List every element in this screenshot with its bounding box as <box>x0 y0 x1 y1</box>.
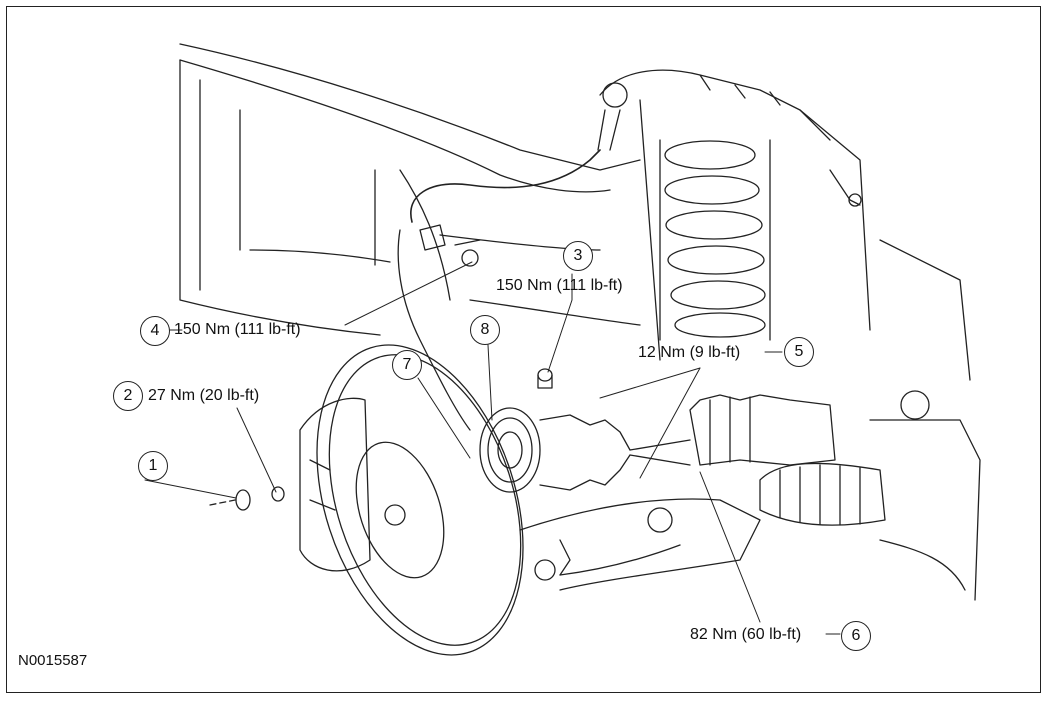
upper-control-arm <box>597 69 831 151</box>
halfshaft <box>539 394 836 491</box>
leader-lines <box>144 261 841 635</box>
torque-label-2: 27 Nm (20 lb-ft) <box>148 387 260 404</box>
callout-3: 3 <box>563 241 593 271</box>
callout-6: 6 <box>841 621 871 651</box>
callout-2: 2 <box>113 381 143 411</box>
hub-bearing <box>479 407 541 493</box>
diagram-frame <box>6 6 1041 693</box>
crossmember <box>869 390 981 601</box>
torque-label-4: 150 Nm (111 lb-ft) <box>174 321 301 338</box>
callout-4: 4 <box>140 316 170 346</box>
brake-rotor <box>316 344 524 656</box>
spring-tower <box>639 99 971 381</box>
callout-5: 5 <box>784 337 814 367</box>
callout-7: 7 <box>392 350 422 380</box>
lower-control-arm <box>519 498 761 591</box>
knuckle-nut <box>537 368 553 382</box>
torque-label-5: 12 Nm (9 lb-ft) <box>638 344 741 361</box>
wheel-nut <box>209 486 285 511</box>
steering-rack-boot <box>759 462 886 526</box>
callout-1: 1 <box>138 451 168 481</box>
brake-line <box>410 149 601 223</box>
torque-label-3: 150 Nm (111 lb-ft) <box>496 277 623 294</box>
figure-id: N0015587 <box>18 652 88 669</box>
coil-spring <box>659 139 771 341</box>
brake-caliper <box>299 397 371 572</box>
steering-knuckle <box>397 224 481 431</box>
torque-label-6: 82 Nm (60 lb-ft) <box>690 626 802 643</box>
callout-8: 8 <box>470 315 500 345</box>
